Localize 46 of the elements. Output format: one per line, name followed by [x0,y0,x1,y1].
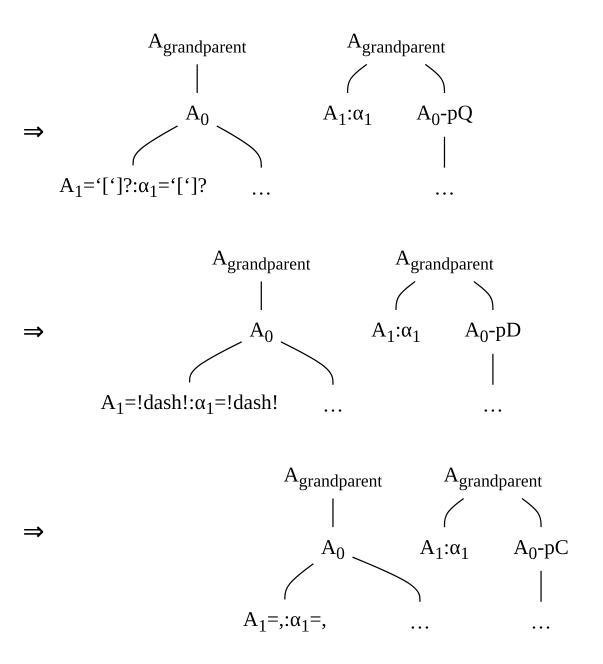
node-text: A$_{1}$=,:α$_{1}$=, [243,607,328,636]
node-text: … [530,610,552,634]
node-text: … [434,175,456,200]
connector [189,341,242,382]
node-text: A$_{1}$=‘[‘]?:α$_{1}$=‘[‘]? [60,173,208,202]
node-text: A$_{0}$ [321,534,346,563]
node-text: A$_{grandparent}$ [347,28,446,56]
node-text: A$_{grandparent}$ [284,462,383,490]
connector [444,498,464,528]
connector [280,341,334,385]
node-text: … [322,392,344,416]
connector [396,281,416,310]
node-text: A$_{grandparent}$ [148,28,247,56]
node-text: A$_{grandparent}$ [444,462,543,490]
implies-arrow: ⇒ [22,317,44,347]
node-text: A$_{0}$-pD [465,318,522,346]
implies-arrow: ⇒ [22,517,44,547]
node-text: A$_{grandparent}$ [212,245,311,274]
connector [492,354,494,385]
connector [444,136,446,168]
node-text: … [482,392,504,416]
node-text: A$_{grandparent}$ [396,245,494,274]
connector [425,64,446,94]
connector [352,556,421,602]
node-text: A$_{0}$ [250,318,274,346]
node-text: A$_{1}$:α$_{1}$ [372,318,422,346]
node-text: A$_{0}$ [186,100,210,129]
node-text: A$_{1}$:α$_{1}$ [323,100,373,129]
connector [347,64,368,94]
node-text: A$_{0}$-pQ [416,100,474,129]
connector [216,125,262,168]
connector [284,563,314,600]
connector [474,281,494,310]
connector [196,64,198,94]
node-text: A$_{1}$=!dash!:α$_{1}$=!dash! [100,390,279,418]
tree-diagram: A$_{grandparent}$ A$_{grandparent}$ A$_{0}$ A$_{1}$:α$_{1}$ A$_{0}$-pQ A$_{1}$=‘[‘]?:α$_{1}$=‘[‘]? … … A$_{grandparent}$ A$_{grandparent}$ A$_{0}$ A$_{1}$:α$_{1}$ A$_{0}$-pD A$_{1}$=!dash!:α$_{1}$=!dash! … … A$_{grandparent}$ A$_{grandparent}$ A$_{0}$ A$_{1}$:α$_{1}$ A$_{0}$-pC A$_{1}$=,:α$_{1}$=, … … [44,13,584,651]
node-text: … [251,175,272,200]
connector [132,125,178,166]
node-text: A$_{1}$:α$_{1}$ [420,534,470,563]
connector [261,282,262,310]
node-text: A$_{0}$-pC [514,534,570,563]
node-text: … [410,610,431,634]
implies-arrow: ⇒ [22,117,44,147]
connector [332,498,334,528]
connector [522,498,542,528]
connector [540,570,542,602]
